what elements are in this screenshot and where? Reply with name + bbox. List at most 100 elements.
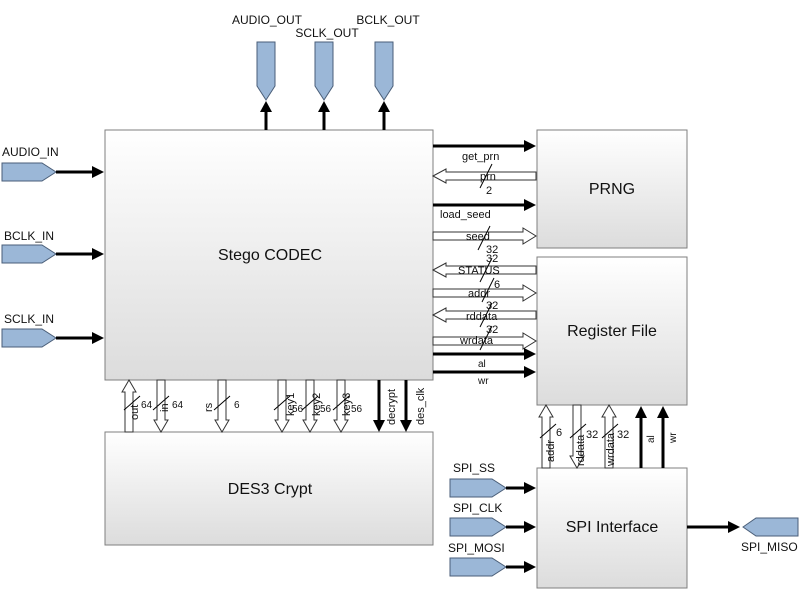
bus-status-label: STATUS xyxy=(458,265,500,277)
bus-key2-width: 56 xyxy=(320,404,332,415)
port-spi-mosi: SPI_MOSI xyxy=(448,541,536,577)
port-audio-in-label: AUDIO_IN xyxy=(2,145,59,159)
signal-load-seed: load_seed xyxy=(433,199,536,221)
pin-bclk-out-icon xyxy=(374,41,394,101)
bus-rs: rs 6 xyxy=(203,379,240,433)
signal-al: al xyxy=(433,348,536,370)
bus-out: out 64 xyxy=(121,379,153,433)
signal-spi-al: al xyxy=(635,406,657,468)
signal-wr-label: wr xyxy=(477,376,489,387)
pin-sclk-in-icon xyxy=(1,328,57,348)
arrow-right-icon xyxy=(524,348,536,360)
port-bclk-in: BCLK_IN xyxy=(1,229,104,264)
port-bclk-in-label: BCLK_IN xyxy=(4,229,54,243)
block-prng: PRNG xyxy=(536,129,688,249)
bus-arrow-down-icon xyxy=(274,379,290,433)
block-spi-interface-label: SPI Interface xyxy=(566,519,659,536)
bus-arrow-down-icon xyxy=(569,404,585,469)
bus-key1-label: key1 xyxy=(285,393,297,416)
bus-in: in 64 xyxy=(152,379,184,433)
bus-status-width: 32 xyxy=(486,253,498,265)
arrow-right-icon xyxy=(92,166,104,178)
pin-spi-ss-icon xyxy=(449,478,507,498)
bus-key1: key1 56 xyxy=(273,379,304,433)
arrow-right-icon xyxy=(524,521,536,533)
bus-arrow-left-icon xyxy=(431,262,537,278)
port-audio-out: AUDIO_OUT xyxy=(232,13,303,130)
bus-arrow-down-icon xyxy=(302,379,318,433)
arrow-down-icon xyxy=(400,420,412,432)
block-des3-crypt: DES3 Crypt xyxy=(104,431,434,546)
bus-rs-width: 6 xyxy=(234,400,240,411)
signal-spi-wr-label: wr xyxy=(668,432,679,444)
signal-wr: wr xyxy=(433,366,536,387)
bus-seed-width: 32 xyxy=(486,244,498,256)
bus-addr-width: 6 xyxy=(494,279,500,291)
arrow-right-icon xyxy=(92,248,104,260)
bus-rddata: 32 rddata xyxy=(431,300,537,328)
arrow-up-icon xyxy=(657,406,669,418)
bus-addr: addr 6 xyxy=(432,277,537,303)
arrow-up-icon xyxy=(318,101,330,112)
bus-spi-rddata-width: 32 xyxy=(586,429,598,441)
bus-arrow-up-icon xyxy=(538,404,554,469)
port-spi-mosi-label: SPI_MOSI xyxy=(448,541,505,555)
port-audio-in: AUDIO_IN xyxy=(1,145,104,182)
bus-spi-wrdata: wrdata 32 xyxy=(601,404,629,469)
signal-load-seed-label: load_seed xyxy=(440,209,491,221)
arrow-right-icon xyxy=(524,199,536,211)
block-spi-interface: SPI Interface xyxy=(536,467,688,589)
bus-status: 32 STATUS xyxy=(431,253,537,283)
arrow-up-icon xyxy=(635,406,647,418)
arrow-right-icon xyxy=(728,521,740,533)
signal-get-prn: get_prn xyxy=(433,140,536,163)
bus-rs-label: rs xyxy=(203,402,215,412)
bus-seed: seed 32 xyxy=(432,225,537,256)
signal-des-clk-label: des_clk xyxy=(415,387,427,425)
block-prng-label: PRNG xyxy=(589,181,635,198)
arrow-right-icon xyxy=(524,140,536,152)
signal-al-label: al xyxy=(478,359,486,370)
port-audio-out-label: AUDIO_OUT xyxy=(232,13,303,27)
port-spi-clk-label: SPI_CLK xyxy=(453,501,502,515)
bus-key3-width: 56 xyxy=(351,404,363,415)
port-sclk-out: SCLK_OUT xyxy=(295,26,359,130)
block-stego-codec: Stego CODEC xyxy=(104,129,434,381)
bus-key3: key3 56 xyxy=(332,379,363,433)
arrow-up-icon xyxy=(378,101,390,112)
bus-spi-rddata: rddata 32 xyxy=(569,404,598,469)
signal-get-prn-label: get_prn xyxy=(462,151,499,163)
pin-audio-out-icon xyxy=(256,41,276,101)
port-spi-miso: SPI_MISO xyxy=(687,517,799,554)
bus-arrow-left-icon xyxy=(431,307,537,323)
signal-spi-wr: wr xyxy=(657,406,679,468)
port-bclk-out: BCLK_OUT xyxy=(356,13,420,130)
port-spi-ss-label: SPI_SS xyxy=(453,461,495,475)
port-spi-miso-label: SPI_MISO xyxy=(741,540,798,554)
bus-spi-wrdata-width: 32 xyxy=(617,429,629,441)
block-register-file-label: Register File xyxy=(567,323,657,340)
arrow-right-icon xyxy=(92,332,104,344)
bus-arrow-down-icon xyxy=(153,379,169,433)
port-sclk-out-label: SCLK_OUT xyxy=(295,26,359,40)
bus-in-width: 64 xyxy=(172,400,184,411)
bus-key3-label: key3 xyxy=(341,393,353,416)
bus-arrow-left-icon xyxy=(431,168,537,184)
bus-arrow-right-icon xyxy=(432,284,537,302)
arrow-right-icon xyxy=(524,366,536,378)
signal-des-clk: des_clk xyxy=(400,380,427,432)
pin-spi-miso-icon xyxy=(742,517,799,537)
port-sclk-in: SCLK_IN xyxy=(1,312,104,348)
bus-key2-label: key2 xyxy=(311,393,323,416)
bus-arrow-up-icon xyxy=(601,404,617,469)
bus-rddata-label: rddata xyxy=(466,311,498,323)
signal-decrypt: decrypt xyxy=(373,380,398,432)
bus-spi-addr-label: addr xyxy=(545,440,557,462)
bus-arrow-down-icon xyxy=(214,379,230,433)
pin-spi-clk-icon xyxy=(449,517,507,537)
block-des3-crypt-label: DES3 Crypt xyxy=(228,481,313,498)
bus-seed-label: seed xyxy=(466,231,490,243)
bus-wrdata-label: wrdata xyxy=(459,335,494,347)
signal-spi-al-label: al xyxy=(646,435,657,443)
